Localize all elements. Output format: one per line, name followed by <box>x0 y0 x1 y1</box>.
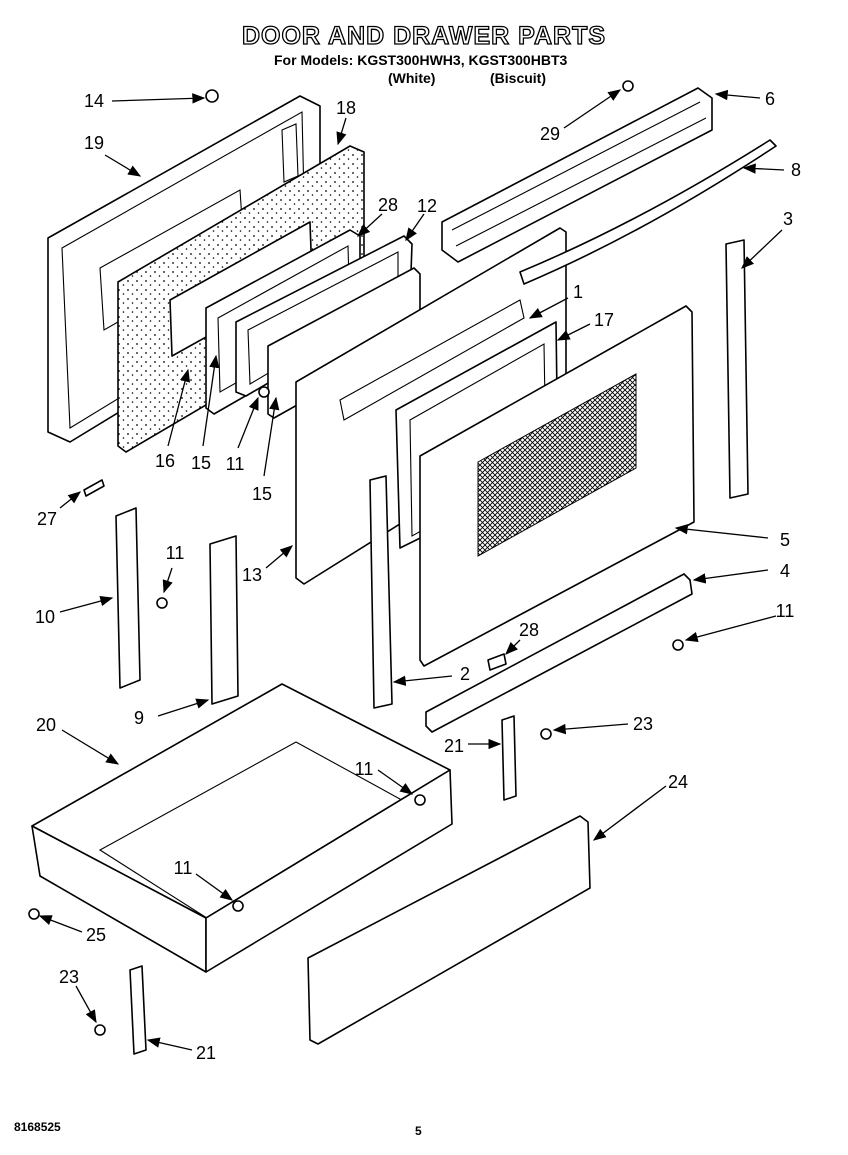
variant-white-label: (White) <box>388 70 436 86</box>
screw-25 <box>28 908 40 920</box>
callout-23-lower: 23 <box>58 967 80 987</box>
callout-21-upper: 21 <box>443 736 465 756</box>
drawer-slide-lower <box>129 965 147 1055</box>
callout-10: 10 <box>34 607 56 627</box>
model-list: For Models: KGST300HWH3, KGST300HBT3 <box>274 52 568 68</box>
drawer-body <box>31 683 453 973</box>
callout-2: 2 <box>459 664 471 684</box>
callout-17: 17 <box>593 310 615 330</box>
screw-11-drawer-side <box>414 794 426 806</box>
screw-11-drawer-front <box>232 900 244 912</box>
callout-9: 9 <box>133 708 145 728</box>
screw-11-door <box>258 386 270 398</box>
outer-door-panel <box>419 305 695 667</box>
callout-16: 16 <box>154 451 176 471</box>
page-number: 5 <box>415 1124 422 1138</box>
callout-11-door: 11 <box>225 454 245 474</box>
hinge-receptacle <box>115 507 141 689</box>
callout-24: 24 <box>667 772 689 792</box>
screw-29 <box>622 80 634 92</box>
callout-3: 3 <box>782 209 794 229</box>
callout-1: 1 <box>572 282 584 302</box>
drawer-slide-upper <box>501 715 517 801</box>
inner-glass-pack <box>205 229 421 419</box>
callout-4: 4 <box>779 561 791 581</box>
document-number: 8168525 <box>14 1120 61 1134</box>
callout-8: 8 <box>790 160 802 180</box>
callout-14: 14 <box>83 91 105 111</box>
door-vent-trim <box>441 87 713 263</box>
callout-15-inner: 15 <box>190 453 212 473</box>
callout-5: 5 <box>779 530 791 550</box>
leader-lines <box>38 89 785 1051</box>
screw-23-upper <box>540 728 552 740</box>
clip-27 <box>83 479 105 497</box>
callout-23-upper: 23 <box>632 714 654 734</box>
side-trim-left <box>369 475 393 709</box>
callout-19: 19 <box>83 133 105 153</box>
callout-13: 13 <box>241 565 263 585</box>
door-handle <box>519 139 777 285</box>
callout-28-glass: 28 <box>377 195 399 215</box>
callout-6: 6 <box>764 89 776 109</box>
clip-28 <box>487 653 507 671</box>
callout-21-lower: 21 <box>195 1043 217 1063</box>
callout-27: 27 <box>36 509 58 529</box>
callout-11-trim: 11 <box>775 601 795 621</box>
screw-11-trim <box>672 639 684 651</box>
callout-11-drawer-front: 11 <box>173 858 193 878</box>
callout-25: 25 <box>85 925 107 945</box>
callout-15-outer: 15 <box>251 484 273 504</box>
door-bottom-trim <box>425 573 693 733</box>
callout-11-drawer-side: 11 <box>354 759 374 779</box>
variant-biscuit-label: (Biscuit) <box>490 70 546 86</box>
door-bumper <box>205 89 219 103</box>
screw-11-hinge <box>156 597 168 609</box>
side-trim-right <box>725 239 749 499</box>
callout-18: 18 <box>335 98 357 118</box>
callout-20: 20 <box>35 715 57 735</box>
page-title: DOOR AND DRAWER PARTS <box>241 21 607 50</box>
door-spacer <box>209 535 239 705</box>
drawer-front <box>307 815 591 1045</box>
callout-29: 29 <box>539 124 561 144</box>
callout-28-clip: 28 <box>518 620 540 640</box>
callout-12: 12 <box>416 196 438 216</box>
screw-23-lower <box>94 1024 106 1036</box>
callout-11-hinge: 11 <box>165 543 185 563</box>
